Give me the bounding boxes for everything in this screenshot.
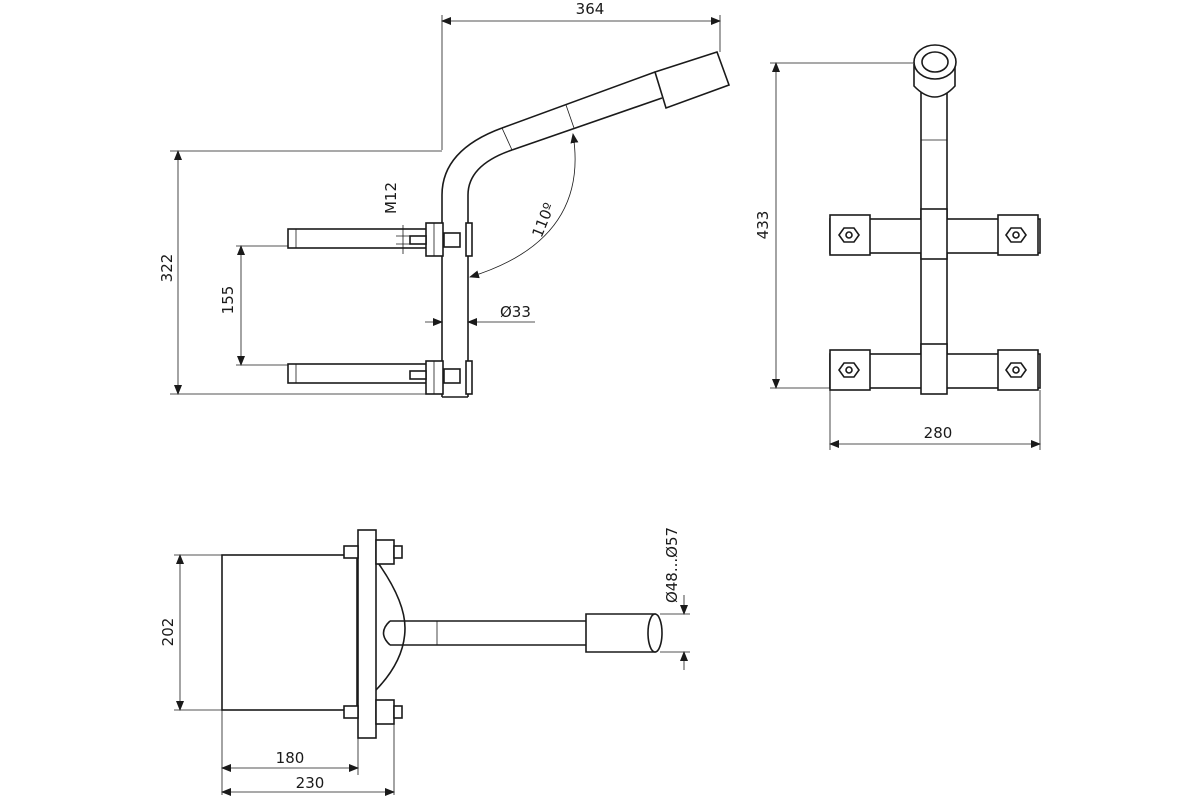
dimension-322-label: 322 (158, 254, 176, 283)
dimension-diameter-33: Ø33 (425, 303, 535, 326)
front-view: 433 280 (754, 44, 1041, 450)
dimension-364-label: 364 (576, 0, 605, 18)
dimension-202: 202 (159, 554, 222, 711)
dimension-155: 155 (219, 245, 288, 366)
wall-plate (221, 554, 358, 711)
dimension-angle: 110º (469, 133, 579, 279)
pipe-end-sleeve (654, 51, 731, 110)
top-pipe (382, 613, 663, 653)
dimension-230-label: 230 (296, 774, 325, 792)
diameter-33-label: Ø33 (500, 303, 531, 321)
clamp-plate (343, 529, 406, 739)
pipe-diameter-label: Ø48...Ø57 (663, 527, 681, 603)
bolt-size-label: M12 (382, 182, 400, 214)
angle-label: 110º (528, 200, 558, 240)
dimension-230: 230 (221, 724, 395, 796)
dimension-155-label: 155 (219, 286, 237, 315)
dimension-180-label: 180 (276, 749, 305, 767)
dimension-280-label: 280 (924, 424, 953, 442)
dimension-280: 280 (829, 390, 1041, 450)
clamp-upper (409, 222, 473, 257)
dimension-202-label: 202 (159, 618, 177, 647)
front-clamp-lower (829, 343, 1041, 395)
dimension-diameter-48-57: Ø48...Ø57 (660, 527, 690, 670)
dimension-m12: M12 (382, 182, 426, 254)
top-view: 202 180 230 Ø48...Ø57 (159, 527, 690, 796)
clamp-lower (409, 360, 473, 395)
dimension-180: 180 (221, 710, 359, 795)
front-clamp-upper (829, 208, 1041, 260)
side-view: 364 322 155 M12 110º (158, 0, 731, 398)
dimension-322: 322 (158, 150, 442, 395)
dimension-433-label: 433 (754, 211, 772, 240)
bracket-pipe (441, 71, 663, 398)
dimension-433: 433 (754, 62, 914, 389)
dimension-364: 364 (441, 0, 721, 150)
